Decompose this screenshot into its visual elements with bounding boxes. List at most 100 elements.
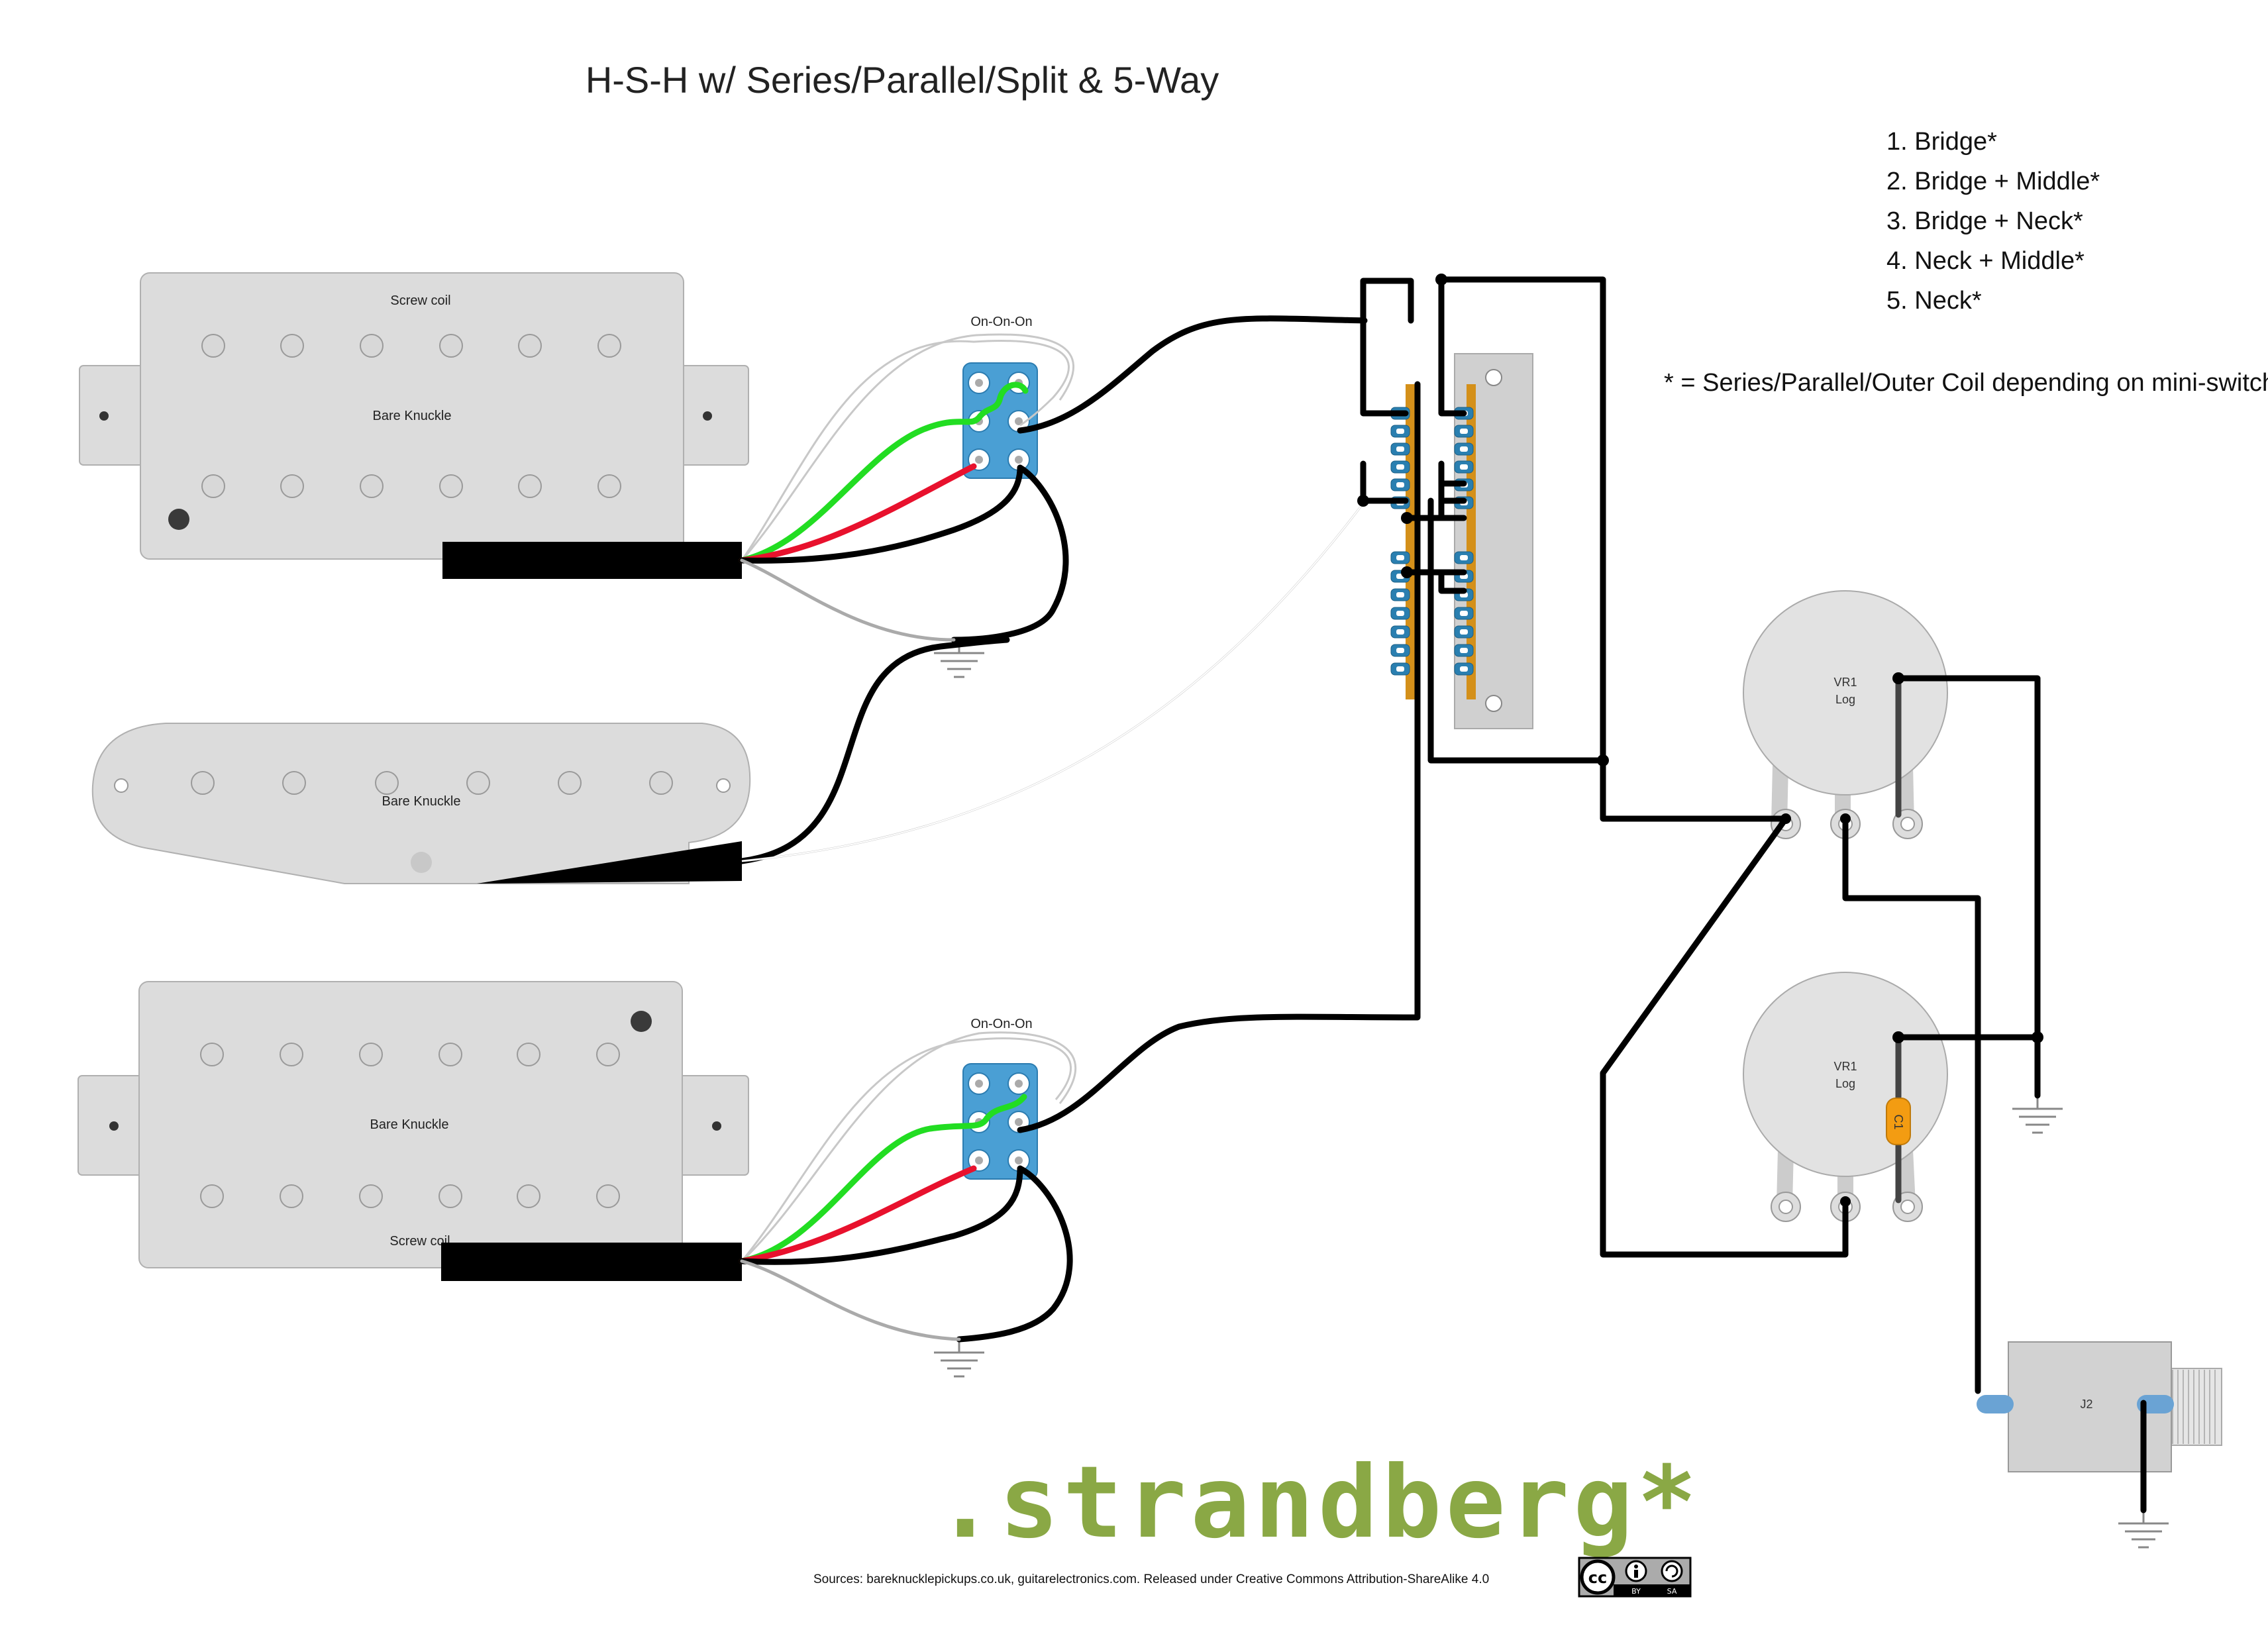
volume-pot-ref: VR1 bbox=[1833, 676, 1857, 689]
selector-lug-hole bbox=[1460, 611, 1468, 616]
jack-ref: J2 bbox=[2080, 1398, 2092, 1411]
selector-lug-hole bbox=[1396, 629, 1404, 635]
selector-lug-hole bbox=[1396, 482, 1404, 487]
selector-lug-hole bbox=[1396, 464, 1404, 470]
output-jack[interactable]: J2 bbox=[1977, 1341, 2222, 1472]
cc-by-text: BY bbox=[1631, 1587, 1641, 1596]
bridge-humbucker: Bare Knuckle Screw coil bbox=[77, 981, 749, 1281]
pole-piece bbox=[280, 1043, 303, 1066]
mini-switch-bridge-label: On-On-On bbox=[970, 1017, 1032, 1031]
tone-pot-taper: Log bbox=[1835, 1077, 1855, 1090]
pole-piece bbox=[438, 1043, 462, 1066]
legend-position-5: 5. Neck* bbox=[1886, 287, 1982, 315]
volume-pot[interactable]: VR1 Log bbox=[1743, 590, 1948, 839]
brand-logo: .strandberg* bbox=[935, 1445, 1701, 1561]
cc-logo-text: cc bbox=[1588, 1568, 1607, 1587]
selector-lug-hole bbox=[1396, 592, 1404, 597]
pole-piece bbox=[200, 1043, 224, 1066]
middle-single-coil: Bare Knuckle bbox=[91, 723, 751, 884]
volume-pot-taper: Log bbox=[1835, 693, 1855, 706]
pole-piece bbox=[439, 474, 463, 498]
middle-cable bbox=[477, 841, 742, 884]
pole-piece bbox=[359, 1184, 383, 1208]
ground-symbols bbox=[934, 640, 2169, 1549]
switch-lug-hole bbox=[975, 379, 983, 387]
switch-lug-hole bbox=[1015, 1156, 1023, 1164]
pole-piece bbox=[558, 771, 582, 795]
neck-start-marker bbox=[168, 509, 189, 530]
switch-lug-hole bbox=[1015, 456, 1023, 464]
selector-lug-hole bbox=[1460, 555, 1468, 560]
selector-lug-hole bbox=[1396, 555, 1404, 560]
mini-switch-bridge[interactable]: On-On-On bbox=[962, 1017, 1038, 1180]
mini-switch-neck-label: On-On-On bbox=[970, 315, 1032, 329]
pole-piece bbox=[200, 1184, 224, 1208]
middle-brand-label: Bare Knuckle bbox=[382, 794, 461, 809]
cc-sa-text: SA bbox=[1667, 1587, 1677, 1596]
pole-piece bbox=[359, 1043, 383, 1066]
bridge-brand-label: Bare Knuckle bbox=[370, 1117, 449, 1132]
selector-lug-hole bbox=[1460, 648, 1468, 653]
pole-piece bbox=[466, 771, 490, 795]
neck-cable bbox=[442, 542, 742, 579]
pole-piece bbox=[596, 1043, 620, 1066]
tone-pot[interactable]: VR1 Log bbox=[1743, 972, 1948, 1222]
wires bbox=[739, 274, 2147, 1514]
selector-lug-hole bbox=[1460, 666, 1468, 672]
pole-piece bbox=[280, 474, 304, 498]
selector-lug-hole bbox=[1460, 429, 1468, 434]
sources-text: Sources: bareknucklepickups.co.uk, guita… bbox=[813, 1572, 1489, 1586]
selector-lug-hole bbox=[1396, 446, 1404, 452]
pole-piece bbox=[280, 334, 304, 358]
neck-coil-label: Screw coil bbox=[390, 293, 450, 308]
switch-lug-hole bbox=[1015, 417, 1023, 425]
switch-lug-hole bbox=[1015, 1118, 1023, 1126]
pole-piece bbox=[360, 474, 384, 498]
legend-position-2: 2. Bridge + Middle* bbox=[1886, 168, 2100, 195]
switch-lug-hole bbox=[1015, 1080, 1023, 1088]
legend-position-3: 3. Bridge + Neck* bbox=[1886, 207, 2083, 235]
tone-pot-body bbox=[1743, 972, 1948, 1177]
tone-capacitor: C1 bbox=[1886, 1098, 1911, 1145]
selector-lug-hole bbox=[1396, 666, 1404, 672]
pole-piece bbox=[597, 474, 621, 498]
pole-piece bbox=[439, 334, 463, 358]
selector-lug-hole bbox=[1396, 429, 1404, 434]
bridge-coil-label: Screw coil bbox=[389, 1234, 450, 1249]
selector-lug-hole bbox=[1460, 629, 1468, 635]
switch-lug-hole bbox=[975, 456, 983, 464]
tone-pot-ref: VR1 bbox=[1833, 1060, 1857, 1073]
pole-piece bbox=[596, 1184, 620, 1208]
pole-piece bbox=[438, 1184, 462, 1208]
pole-piece bbox=[518, 334, 542, 358]
pole-piece bbox=[201, 334, 225, 358]
pole-piece bbox=[375, 771, 399, 795]
pole-piece bbox=[191, 771, 215, 795]
pole-piece bbox=[360, 334, 384, 358]
legend-position-1: 1. Bridge* bbox=[1886, 128, 1997, 156]
neck-humbucker: Screw coil Bare Knuckle bbox=[79, 272, 749, 579]
cc-license-badge: cc BY SA bbox=[1578, 1557, 1692, 1598]
pole-piece bbox=[517, 1184, 541, 1208]
five-way-selector[interactable] bbox=[1390, 353, 1533, 729]
pole-piece bbox=[649, 771, 673, 795]
legend-note: * = Series/Parallel/Outer Coil depending… bbox=[1664, 369, 2268, 397]
selector-lug-hole bbox=[1396, 611, 1404, 616]
switch-lug-hole bbox=[975, 1080, 983, 1088]
capacitor-ref: C1 bbox=[1892, 1114, 1905, 1129]
selector-lug-hole bbox=[1460, 464, 1468, 470]
bridge-cable bbox=[441, 1243, 742, 1281]
pole-piece bbox=[201, 474, 225, 498]
selector-lug-hole bbox=[1460, 446, 1468, 452]
pole-piece bbox=[280, 1184, 303, 1208]
legend-position-4: 4. Neck + Middle* bbox=[1886, 247, 2085, 275]
pole-piece bbox=[597, 334, 621, 358]
neck-brand-label: Bare Knuckle bbox=[373, 409, 452, 423]
pole-piece bbox=[282, 771, 306, 795]
bridge-start-marker bbox=[631, 1011, 652, 1032]
diagram-title: H-S-H w/ Series/Parallel/Split & 5-Way bbox=[586, 59, 1219, 101]
pole-piece bbox=[517, 1043, 541, 1066]
switch-lug-hole bbox=[975, 1156, 983, 1164]
position-legend: 1. Bridge* 2. Bridge + Middle* 3. Bridge… bbox=[1664, 128, 2268, 397]
